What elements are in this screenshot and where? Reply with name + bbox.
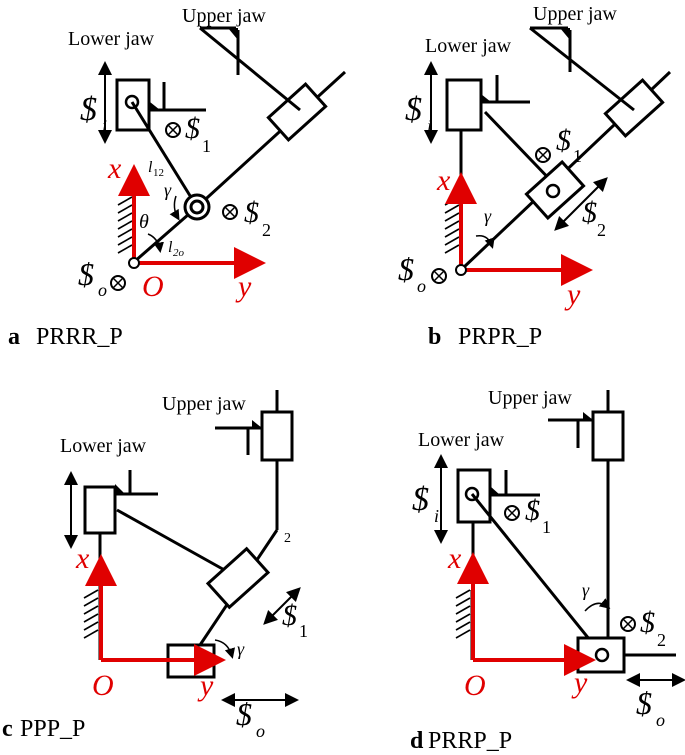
upper-jaw-slider [260, 410, 294, 462]
panel-b-caption: PRPR_P [458, 324, 542, 350]
svg-text:12: 12 [153, 167, 164, 179]
origin-label: O [464, 669, 486, 702]
panel-c-caption: PPP_P [20, 716, 85, 742]
y-label: y [235, 270, 252, 303]
svg-text:$: $ [636, 685, 652, 721]
svg-text:c: c [2, 716, 13, 742]
origin-label: O [92, 669, 114, 702]
joint-i [124, 94, 140, 110]
svg-text:i: i [427, 116, 432, 136]
svg-text:$: $ [640, 606, 655, 639]
svg-text:2o: 2o [173, 247, 185, 259]
screw-o-symbol [431, 268, 447, 284]
svg-text:1: 1 [202, 136, 211, 156]
upper-jaw-label: Upper jaw [162, 393, 246, 415]
panel-d-caption: PRRP_P [428, 728, 512, 754]
svg-text:o: o [417, 276, 426, 296]
joint-2 [183, 193, 211, 221]
y-label: y [564, 278, 581, 311]
svg-text:i: i [434, 506, 439, 526]
x-label: x [447, 542, 462, 575]
svg-text:$: $ [582, 196, 597, 229]
origin-label: O [142, 270, 164, 303]
lower-jaw-label: Lower jaw [68, 28, 155, 50]
svg-text:$: $ [236, 696, 252, 732]
svg-text:$: $ [80, 91, 97, 128]
panel-b: Upper jaw Lower jaw $ i $ 1 $ 2 $ o γ x … [398, 3, 672, 350]
upper-jaw-label: Upper jaw [488, 387, 572, 409]
svg-text:1: 1 [573, 146, 582, 166]
svg-text:$: $ [78, 256, 94, 292]
svg-text:o: o [98, 280, 107, 300]
svg-text:θ: θ [139, 211, 149, 233]
svg-text:l: l [168, 239, 173, 256]
svg-text:$: $ [525, 494, 540, 527]
svg-text:γ: γ [484, 206, 492, 226]
panel-d: Upper jaw Lower jaw $ i $ 1 $ 2 $ o γ x … [410, 387, 685, 754]
svg-text:γ: γ [582, 580, 590, 600]
panel-c: Upper jaw Lower jaw 2 γ $ 1 $ o x y O c … [2, 390, 308, 742]
ground-hatch [117, 196, 136, 262]
lower-jaw-label: Lower jaw [418, 429, 505, 451]
svg-text:$: $ [244, 196, 259, 229]
svg-text:$: $ [282, 599, 297, 632]
x-label: x [436, 164, 451, 197]
svg-text:γ: γ [237, 639, 245, 659]
x-label: x [75, 542, 90, 575]
svg-text:i: i [102, 116, 107, 136]
svg-text:γ: γ [164, 180, 172, 200]
screw-o-symbol [110, 275, 126, 291]
upper-jaw-label: Upper jaw [182, 5, 266, 27]
y-label: y [197, 669, 214, 702]
svg-text:2: 2 [262, 220, 271, 240]
joint-2-label: 2 [284, 531, 291, 546]
screw-1-symbol [535, 147, 551, 163]
screw-1-symbol [504, 505, 520, 521]
screw-2-symbol [222, 204, 238, 220]
svg-text:$: $ [405, 91, 422, 128]
svg-text:d: d [410, 728, 424, 754]
panel-a: Upper jaw Lower jaw $ i $ 1 $ 2 $ o x y … [8, 5, 347, 350]
svg-text:b: b [428, 324, 441, 350]
svg-text:o: o [656, 710, 665, 730]
svg-text:1: 1 [299, 621, 308, 641]
x-label: x [107, 152, 122, 185]
svg-text:$: $ [185, 112, 200, 145]
svg-text:$: $ [412, 481, 429, 518]
screw-2-symbol [620, 616, 636, 632]
lower-jaw-label: Lower jaw [425, 35, 512, 57]
middle-prismatic [205, 546, 271, 610]
lower-jaw-label: Lower jaw [60, 435, 147, 457]
lower-jaw-slider [83, 485, 117, 535]
svg-text:2: 2 [657, 630, 666, 650]
upper-jaw-label: Upper jaw [533, 3, 617, 25]
svg-text:$: $ [398, 251, 414, 287]
panel-a-caption: PRRR_P [36, 324, 123, 350]
svg-text:1: 1 [542, 517, 551, 537]
svg-text:2: 2 [597, 220, 606, 240]
upper-jaw-slider [591, 410, 625, 462]
svg-text:$: $ [556, 124, 571, 157]
upper-prismatic [603, 78, 665, 138]
screw-1-symbol [165, 122, 181, 138]
svg-text:o: o [256, 721, 265, 741]
lower-jaw-slider [445, 78, 483, 132]
svg-text:a: a [8, 324, 20, 350]
svg-text:l: l [148, 159, 153, 176]
y-label: y [571, 666, 588, 699]
